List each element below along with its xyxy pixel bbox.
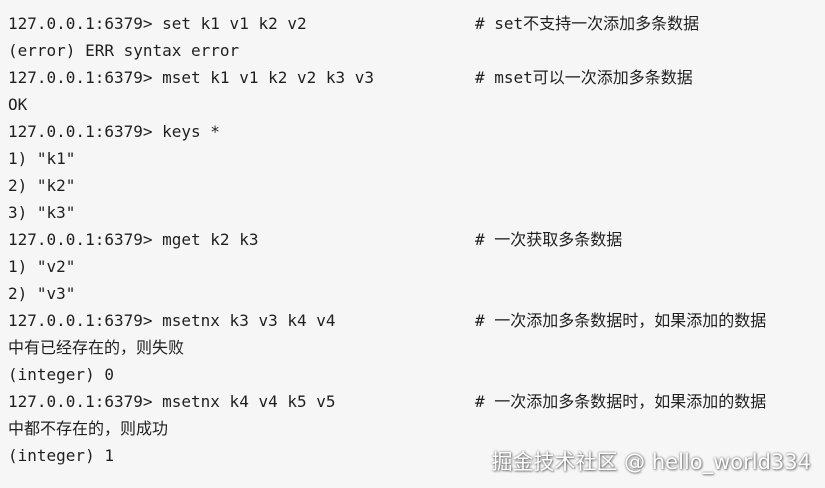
terminal-line: 1) "v2" xyxy=(8,253,825,280)
line-text: 127.0.0.1:6379> mset k1 v1 k2 v2 k3 v3 xyxy=(8,68,375,87)
line-text: 1) "v2" xyxy=(8,257,76,276)
terminal-line: 127.0.0.1:6379> msetnx k3 v3 k4 v4 # 一次添加… xyxy=(8,307,825,334)
line-text: 3) "k3" xyxy=(8,203,76,222)
terminal-line: 中都不存在的，则成功 xyxy=(8,415,825,442)
line-text: 中都不存在的，则成功 xyxy=(8,419,169,438)
terminal-line: 127.0.0.1:6379> mset k1 v1 k2 v2 k3 v3 # … xyxy=(8,64,825,91)
terminal-line: 127.0.0.1:6379> set k1 v1 k2 v2 # set不支持一… xyxy=(8,10,825,37)
line-comment: # set不支持一次添加多条数据 xyxy=(475,14,700,33)
line-comment: # 一次添加多条数据时，如果添加的数据 xyxy=(475,311,767,330)
line-text: 2) "v3" xyxy=(8,284,76,303)
terminal-line: OK xyxy=(8,91,825,118)
line-text: 127.0.0.1:6379> set k1 v1 k2 v2 xyxy=(8,14,307,33)
line-text: (integer) 1 xyxy=(8,446,114,465)
line-text: 127.0.0.1:6379> msetnx k3 v3 k4 v4 xyxy=(8,311,336,330)
line-text: (error) ERR syntax error xyxy=(8,41,240,60)
watermark-label: 掘金技术社区 @ hello_world334 xyxy=(491,450,811,474)
terminal-line: 127.0.0.1:6379> msetnx k4 v4 k5 v5 # 一次添加… xyxy=(8,388,825,415)
line-comment: # 一次添加多条数据时，如果添加的数据 xyxy=(475,392,767,411)
terminal-line: 中有已经存在的，则失败 xyxy=(8,334,825,361)
terminal-line: 2) "k2" xyxy=(8,172,825,199)
line-comment: # mset可以一次添加多条数据 xyxy=(475,68,693,87)
line-text: 1) "k1" xyxy=(8,149,76,168)
terminal-line: 127.0.0.1:6379> mget k2 k3 # 一次获取多条数据 xyxy=(8,226,825,253)
line-text: 2) "k2" xyxy=(8,176,76,195)
line-text: (integer) 0 xyxy=(8,365,114,384)
line-text: 中有已经存在的，则失败 xyxy=(8,338,185,357)
terminal-line: (integer) 1 xyxy=(8,442,825,469)
terminal-line: (error) ERR syntax error xyxy=(8,37,825,64)
line-comment: # 一次获取多条数据 xyxy=(475,230,623,249)
line-text: OK xyxy=(8,95,28,114)
terminal-line: 127.0.0.1:6379> keys * xyxy=(8,118,825,145)
terminal-line: 1) "k1" xyxy=(8,145,825,172)
terminal-line: (integer) 0 xyxy=(8,361,825,388)
line-text: 127.0.0.1:6379> keys * xyxy=(8,122,220,141)
line-text: 127.0.0.1:6379> mget k2 k3 xyxy=(8,230,259,249)
line-text: 127.0.0.1:6379> msetnx k4 v4 k5 v5 xyxy=(8,392,336,411)
terminal-line: 2) "v3" xyxy=(8,280,825,307)
terminal-line: 3) "k3" xyxy=(8,199,825,226)
